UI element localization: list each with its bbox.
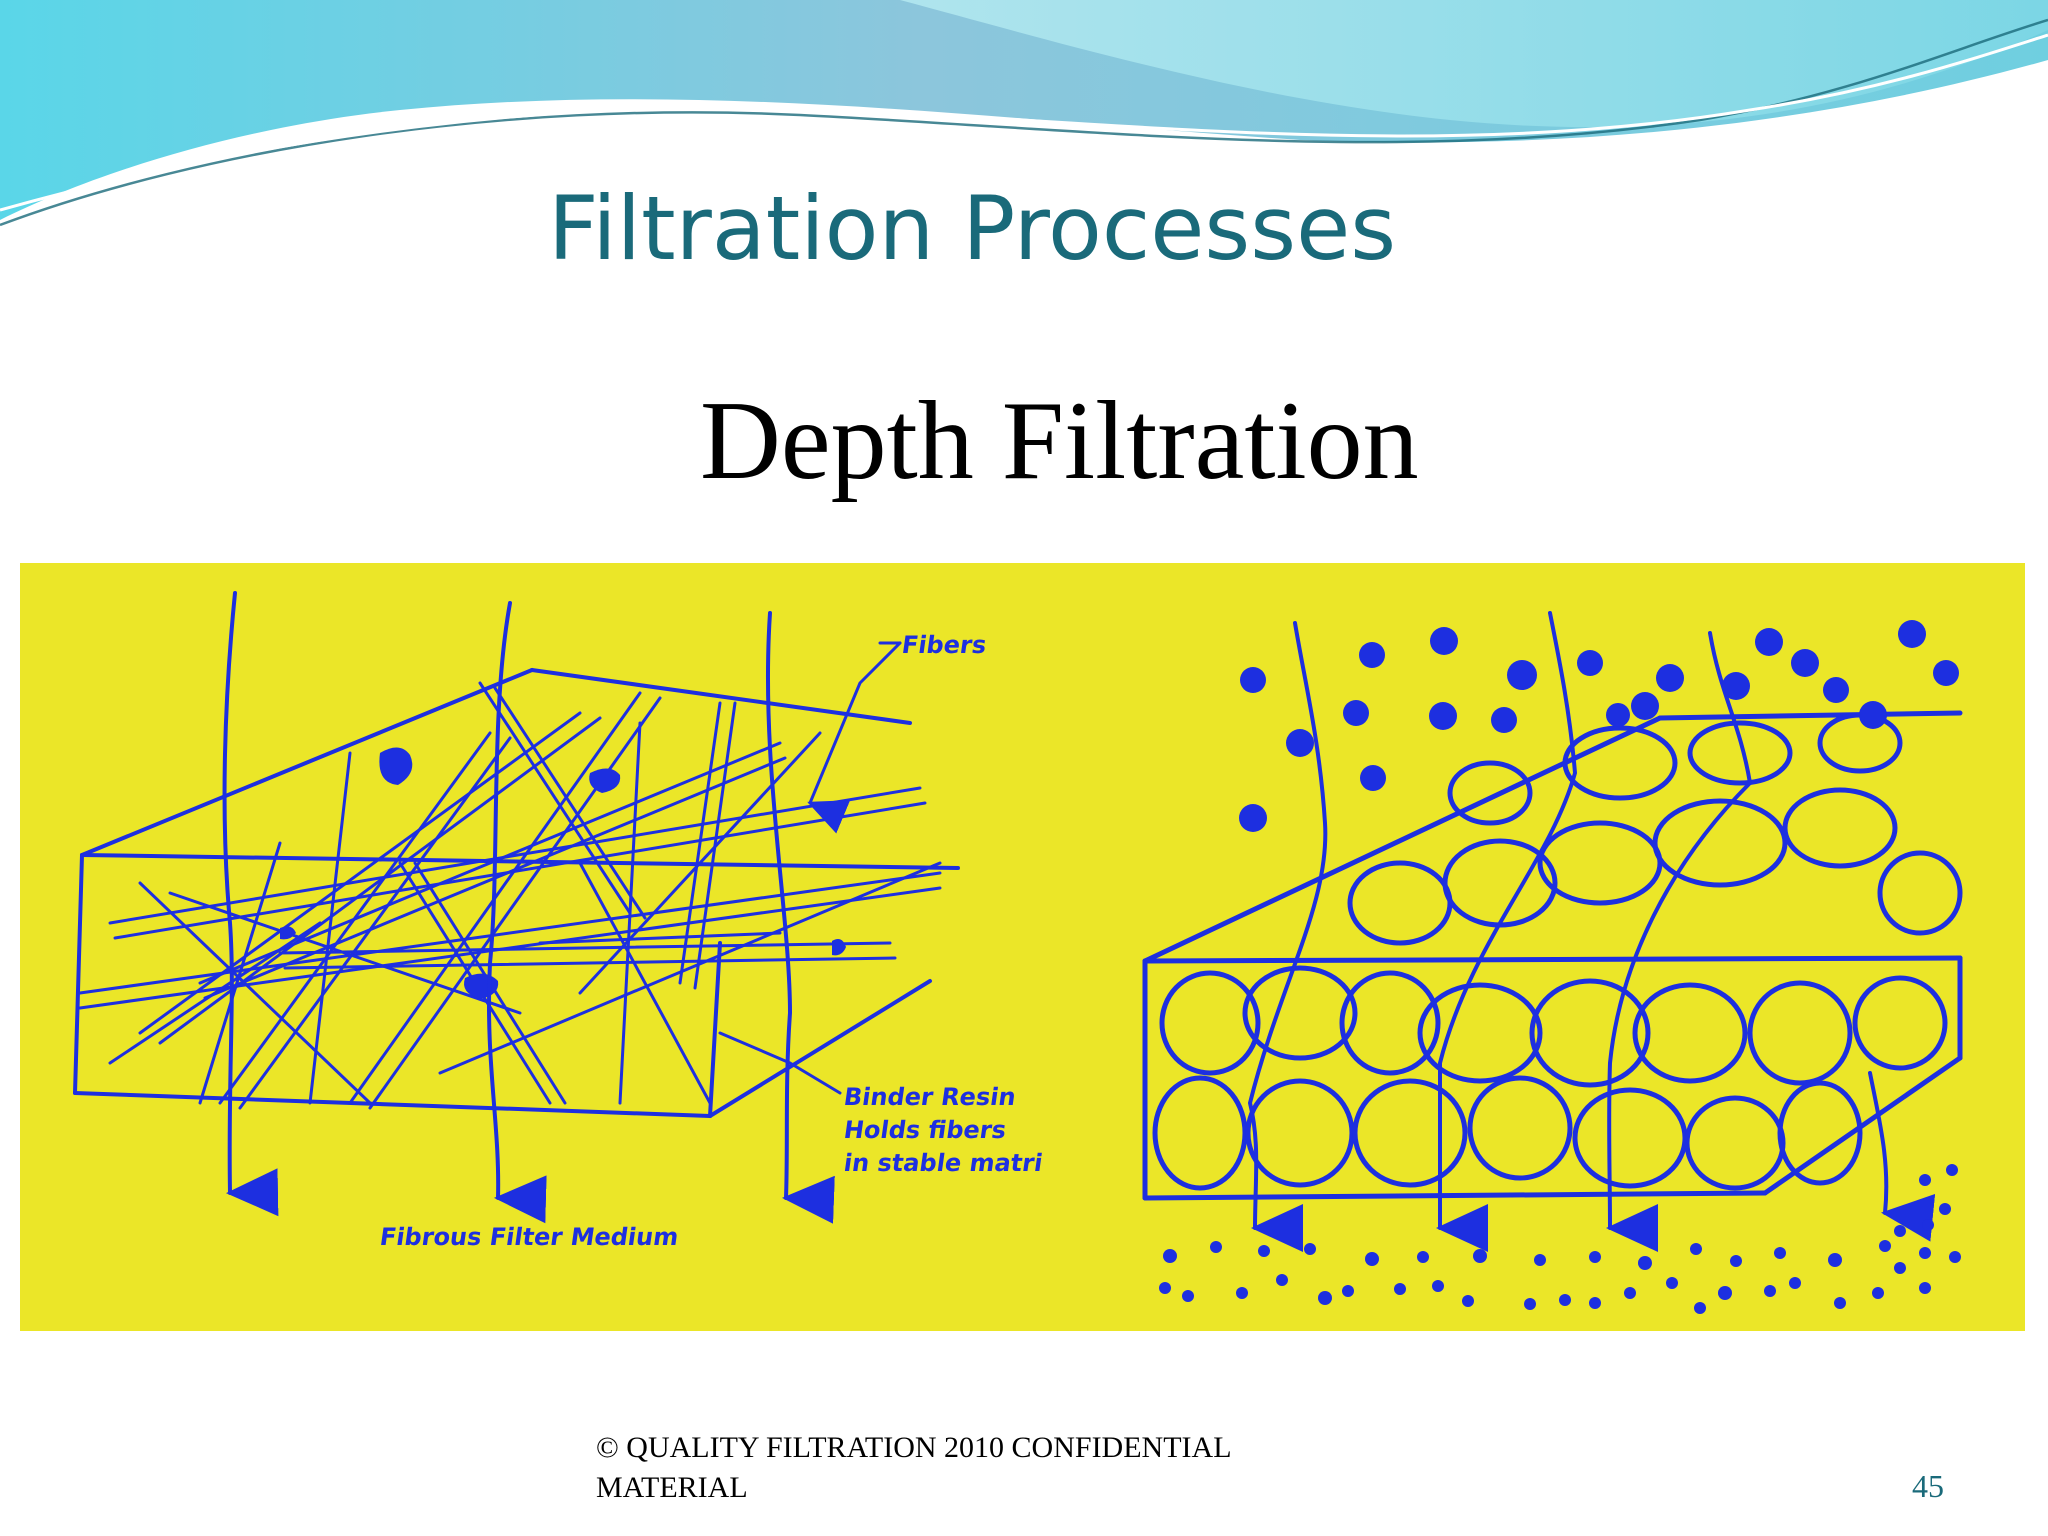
- fiber-strands: [78, 681, 942, 1110]
- label-stable-matrix: in stable matri: [842, 1149, 1045, 1177]
- binder-leader-line: [718, 1031, 842, 1095]
- flow-arrows-right: [1248, 611, 1936, 1253]
- trapped-particles: [280, 747, 846, 999]
- depth-filtration-illustration: Fibers Binder Resin Holds fibers in stab…: [20, 563, 2025, 1331]
- page-number: 45: [1912, 1468, 1944, 1504]
- label-fibrous-filter-medium: Fibrous Filter Medium: [378, 1223, 681, 1251]
- header-wave-banner: [0, 0, 2048, 227]
- label-holds-fibers: Holds fibers: [842, 1116, 1009, 1144]
- slide-title: Filtration Processes: [548, 177, 1397, 280]
- granules: [1152, 712, 1963, 1191]
- copyright-footer: © QUALITY FILTRATION 2010 CONFIDENTIAL M…: [596, 1428, 1232, 1508]
- slide-subtitle: Depth Filtration: [700, 379, 1419, 503]
- granular-media-box: [1142, 710, 1963, 1201]
- label-fibers: Fibers: [900, 631, 989, 659]
- fibers-leader-line: [807, 641, 902, 834]
- incoming-particles: [1239, 620, 1959, 832]
- filtered-fine-particles: [1159, 1164, 1961, 1314]
- label-binder-resin: Binder Resin: [842, 1083, 1018, 1111]
- footer-line-1: © QUALITY FILTRATION 2010 CONFIDENTIAL: [596, 1431, 1232, 1464]
- flow-arrows-left: [222, 591, 835, 1224]
- footer-line-2: MATERIAL: [596, 1471, 748, 1504]
